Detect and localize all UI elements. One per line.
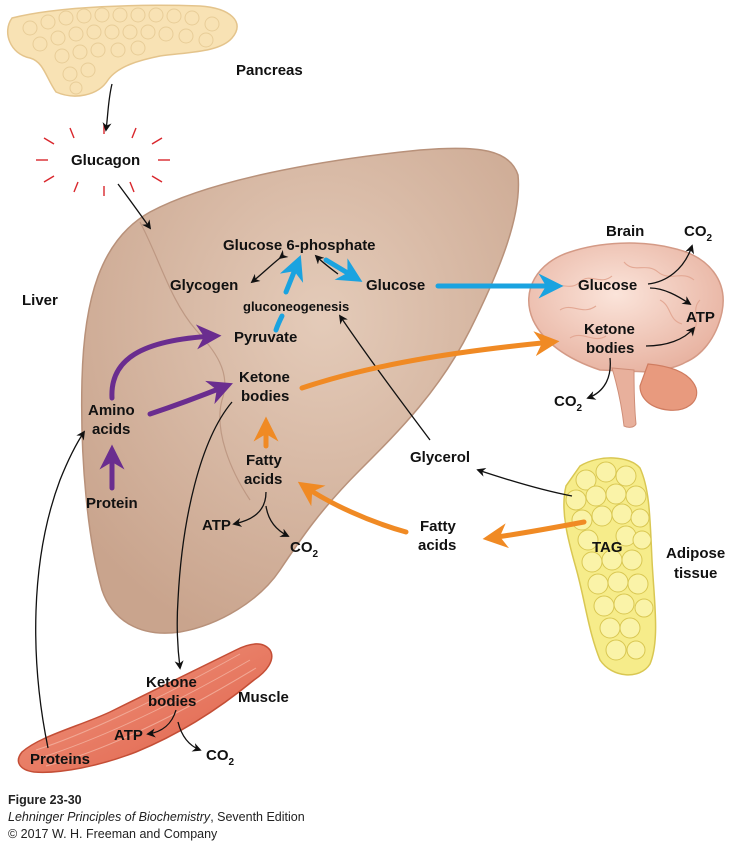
copyright-line: © 2017 W. H. Freeman and Company bbox=[8, 827, 218, 841]
arrow-gluconeogenesis-to-g6p bbox=[279, 255, 304, 295]
purple-arrows bbox=[99, 324, 233, 491]
muscle-co2-label: CO2 bbox=[206, 747, 235, 768]
brain-organ bbox=[528, 242, 724, 428]
brain-ketone-line2: bodies bbox=[586, 340, 634, 357]
glycogen-label: Glycogen bbox=[170, 277, 238, 294]
pancreas-organ bbox=[7, 4, 238, 97]
book-edition: , Seventh Edition bbox=[210, 810, 305, 824]
muscle-atp-label: ATP bbox=[114, 727, 143, 744]
amino-acids-line1: Amino bbox=[88, 402, 135, 419]
adipose-fatty-line1: Fatty bbox=[420, 518, 456, 535]
liver-glucose-label: Glucose bbox=[366, 277, 425, 294]
arrow-liver-ketone-to-muscle bbox=[174, 401, 233, 670]
brain-ketone-line1: Ketone bbox=[584, 321, 635, 338]
arrow-tag-to-glycerol bbox=[476, 467, 573, 497]
arrow-amino-to-pyruvate bbox=[109, 324, 222, 401]
amino-acids-line2: acids bbox=[92, 421, 130, 438]
arrow-pancreas-to-glucagon bbox=[102, 83, 113, 132]
pyruvate-label: Pyruvate bbox=[234, 329, 297, 346]
orange-arrows bbox=[253, 331, 587, 549]
liver-organ bbox=[80, 147, 520, 634]
figure-caption: Figure 23-30 Lehninger Principles of Bio… bbox=[8, 792, 305, 843]
blue-arrows bbox=[273, 255, 564, 333]
arrow-muscle-ketone-to-atp bbox=[146, 709, 177, 738]
brain-label: Brain bbox=[606, 223, 644, 240]
book-title: Lehninger Principles of Biochemistry bbox=[8, 810, 211, 824]
liver-ketone-line1: Ketone bbox=[239, 369, 290, 386]
liver-fatty-line1: Fatty bbox=[246, 452, 282, 469]
pancreas-label: Pancreas bbox=[236, 62, 303, 79]
metabolic-diagram: Pancreas Liver Brain bbox=[7, 4, 725, 774]
arrow-pyruvate-to-gluconeogenesis bbox=[273, 313, 285, 333]
brain-atp-label: ATP bbox=[686, 309, 715, 326]
adipose-organ bbox=[563, 457, 657, 676]
proteins-label: Proteins bbox=[30, 751, 90, 768]
adipose-label-line2: tissue bbox=[674, 565, 717, 582]
liver-ketone-line2: bodies bbox=[241, 388, 289, 405]
arrow-g6p-to-glycogen bbox=[250, 249, 289, 284]
arrow-amino-to-ketone bbox=[147, 380, 233, 417]
book-citation: Lehninger Principles of Biochemistry, Se… bbox=[8, 809, 305, 826]
glucagon-label: Glucagon bbox=[71, 152, 140, 169]
arrow-fatty-to-atp bbox=[232, 491, 267, 527]
figure-number: Figure 23-30 bbox=[8, 793, 82, 807]
arrow-brain-glucose-to-atp bbox=[649, 287, 692, 306]
muscle-ketone-line2: bodies bbox=[148, 693, 196, 710]
tag-label: TAG bbox=[592, 539, 623, 556]
arrow-adipose-fatty-to-liver-fatty bbox=[297, 481, 409, 535]
muscle-label: Muscle bbox=[238, 689, 289, 706]
glucagon-burst bbox=[36, 124, 170, 196]
arrow-glucagon-to-liver bbox=[117, 183, 152, 230]
liver-fatty-line2: acids bbox=[244, 471, 282, 488]
arrow-fatty-to-co2 bbox=[265, 505, 290, 537]
liver-atp-label: ATP bbox=[202, 517, 231, 534]
brain-co2-bottom: CO2 bbox=[554, 393, 583, 414]
arrow-brain-ketone-to-co2 bbox=[586, 357, 611, 400]
brain-co2-top: CO2 bbox=[684, 223, 713, 244]
muscle-ketone-line1: Ketone bbox=[146, 674, 197, 691]
glycerol-label: Glycerol bbox=[410, 449, 470, 466]
liver-label: Liver bbox=[22, 292, 58, 309]
liver-co2-label: CO2 bbox=[290, 539, 319, 560]
arrow-liver-ketone-to-brain bbox=[299, 331, 560, 391]
arrow-proteins-to-amino bbox=[35, 430, 86, 749]
brain-glucose-label: Glucose bbox=[578, 277, 637, 294]
protein-label: Protein bbox=[86, 495, 138, 512]
arrow-brain-glucose-to-co2 bbox=[647, 244, 695, 285]
arrow-glycerol-to-gluconeogenesis bbox=[338, 314, 431, 441]
gluconeogenesis-label: gluconeogenesis bbox=[243, 299, 349, 314]
thin-arrows bbox=[35, 83, 696, 752]
adipose-label-line1: Adipose bbox=[666, 545, 725, 562]
muscle-organ bbox=[17, 643, 273, 774]
arrow-brain-ketone-to-atp bbox=[645, 326, 696, 347]
glucose6p-label: Glucose 6-phosphate bbox=[223, 237, 376, 254]
arrow-muscle-ketone-to-co2 bbox=[177, 721, 202, 752]
adipose-fatty-line2: acids bbox=[418, 537, 456, 554]
arrow-tag-to-adipose-fatty bbox=[482, 519, 587, 549]
arrow-g6p-to-glucose bbox=[323, 257, 363, 282]
